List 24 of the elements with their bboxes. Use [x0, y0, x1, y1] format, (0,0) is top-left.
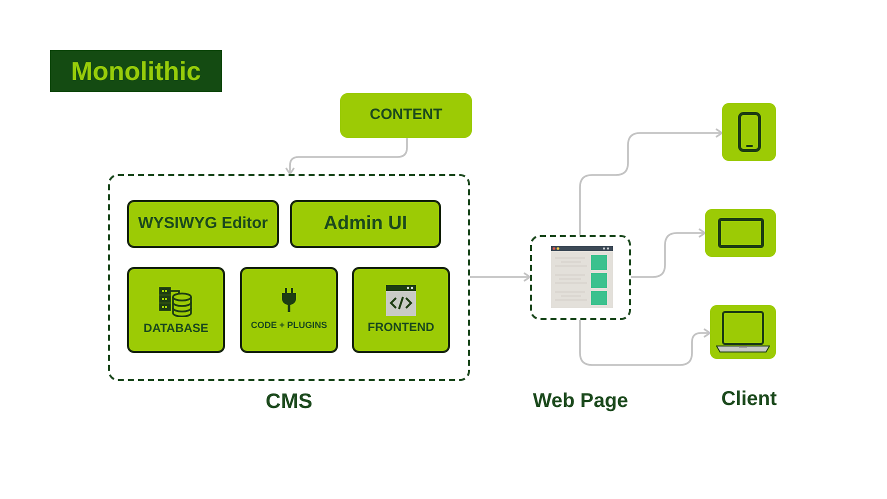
arrow — [631, 228, 706, 278]
component-box — [127, 267, 225, 353]
device-tile — [722, 103, 776, 161]
node-label: FRONTEND — [368, 320, 434, 335]
component-box — [290, 200, 441, 248]
component-box — [240, 267, 338, 353]
column-label: Client — [721, 389, 777, 409]
device-tile — [705, 209, 776, 257]
arrow — [579, 320, 711, 366]
title-banner: Monolithic — [50, 50, 222, 92]
process-box — [340, 93, 472, 138]
arrow — [285, 138, 408, 175]
group-caption: Web Page — [532, 391, 628, 411]
node-label: Admin UI — [324, 212, 408, 236]
node-label: CONTENT — [370, 106, 442, 125]
component-box — [352, 267, 450, 353]
node-label: CODE + PLUGINS — [250, 320, 328, 332]
group-caption: CMS — [266, 391, 312, 412]
arrow — [470, 272, 531, 282]
device-tile — [710, 305, 776, 359]
node-label: WYSIWYG Editor — [138, 214, 268, 234]
node-label: DATABASE — [144, 320, 208, 336]
arrow — [579, 128, 723, 235]
component-box — [127, 200, 279, 248]
